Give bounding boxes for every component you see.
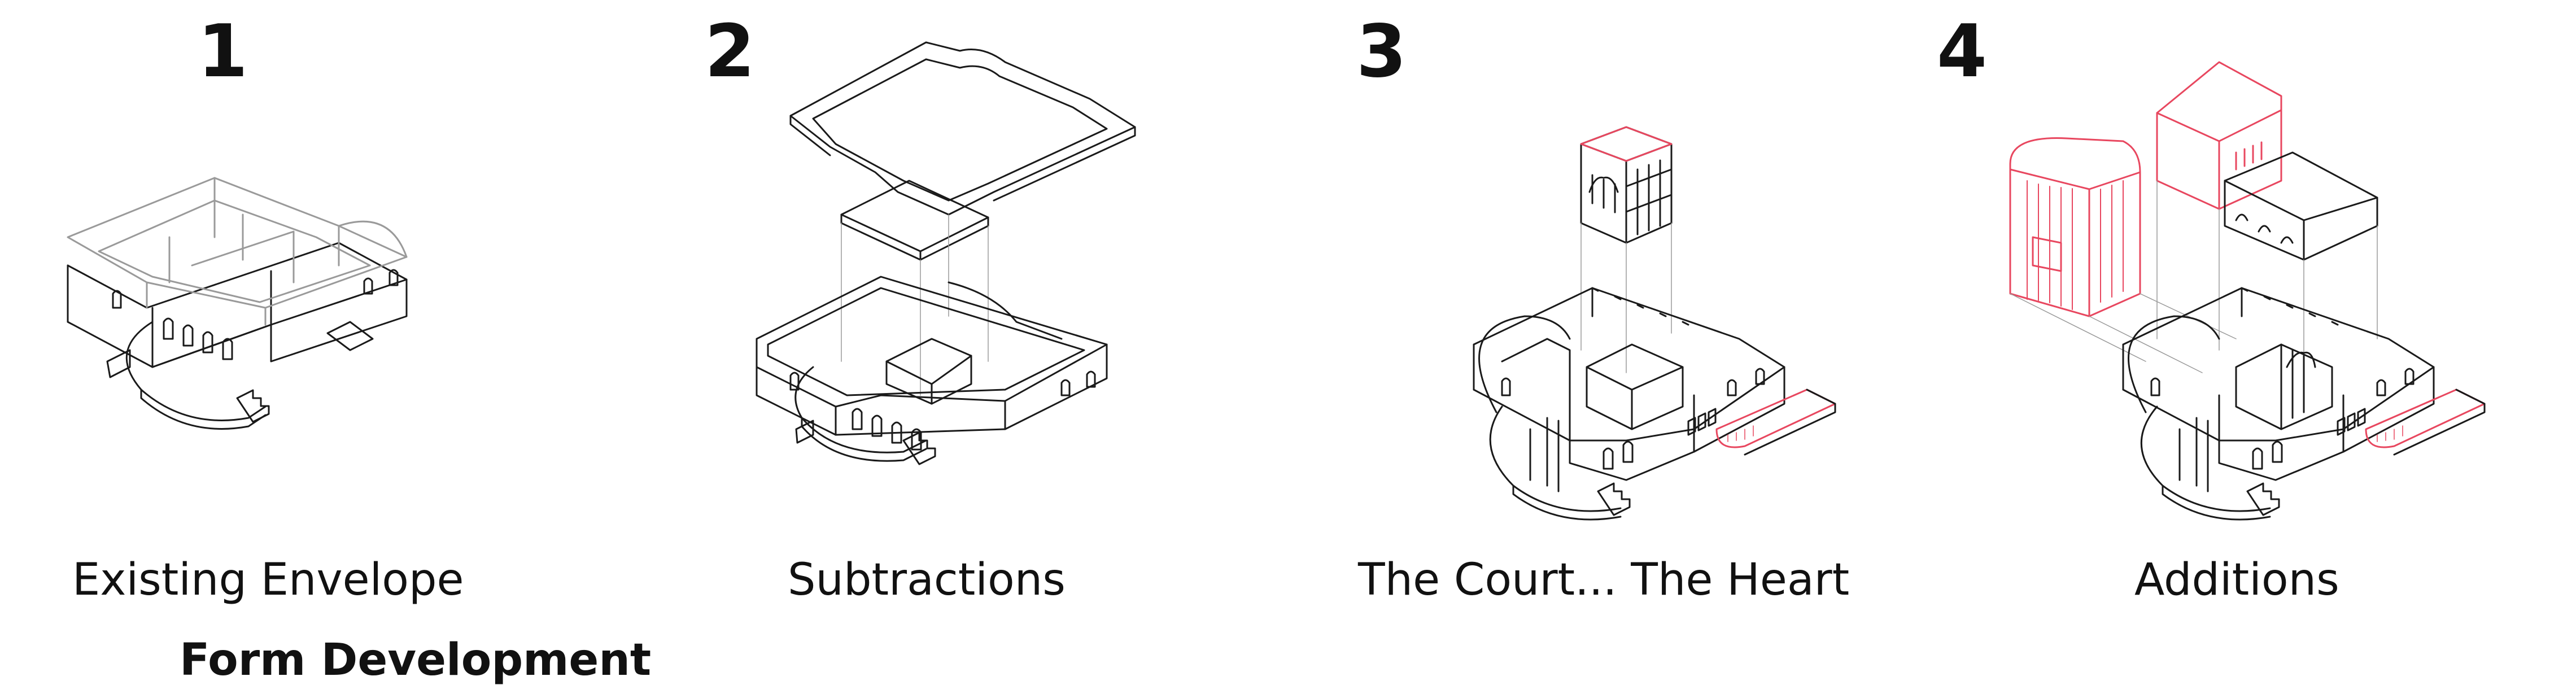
step-3-number: 3: [1356, 10, 1407, 94]
step-3-caption: The Court... The Heart: [1358, 555, 1850, 605]
step-2-windows: [789, 370, 1096, 451]
step-2-caption: Subtractions: [788, 555, 1066, 605]
step-3-stair: [1597, 482, 1631, 516]
step-4-number: 4: [1937, 10, 1988, 94]
diagram-title: Form Development: [180, 635, 652, 686]
step-4-ramp: [2365, 389, 2486, 448]
step-1-base-block: [67, 242, 408, 368]
step-1-caption: Existing Envelope: [72, 555, 464, 605]
step-3-court-drawing: [1473, 126, 1836, 521]
step-4-base-block: [2122, 287, 2435, 442]
step-2-number: 2: [705, 10, 756, 94]
step-1-windows: [112, 269, 399, 360]
step-2-roof-frame: [789, 41, 1136, 216]
step-1-number: 1: [198, 10, 248, 94]
step-2-subtractions-drawing: [756, 41, 1136, 465]
step-3-windows: [1501, 368, 1765, 470]
step-4-upper-volume: [2224, 151, 2378, 261]
step-3-ramp: [1715, 389, 1836, 448]
step-1-stair: [236, 389, 270, 423]
step-4-caption: Additions: [2134, 555, 2339, 605]
step-4-windows: [2150, 368, 2415, 470]
step-1-existing-envelope-drawing: [67, 177, 408, 430]
step-3-base-block: [1473, 287, 1785, 442]
step-1-podium: [125, 321, 267, 421]
step-2-floating-slab: [840, 180, 989, 252]
step-4-tower-addition: [2156, 61, 2282, 210]
step-4-vault-addition: [2009, 137, 2141, 317]
step-4-additions-drawing: [2009, 61, 2486, 521]
